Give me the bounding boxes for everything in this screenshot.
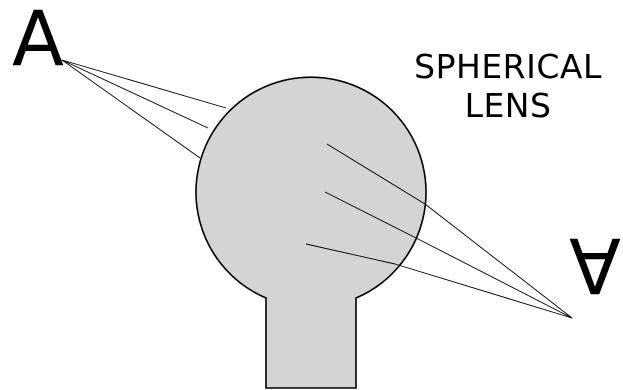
inverted-image-letter: A — [569, 221, 621, 310]
spherical-lens-body — [196, 77, 426, 388]
title-line-1: SPHERICAL — [414, 47, 602, 86]
incoming-ray-1 — [62, 60, 226, 108]
incoming-ray-3 — [62, 60, 200, 158]
title-line-2: LENS — [465, 86, 552, 125]
outgoing-ray-1 — [425, 204, 572, 318]
incoming-ray-2 — [62, 60, 208, 128]
object-letter: A — [12, 0, 64, 83]
